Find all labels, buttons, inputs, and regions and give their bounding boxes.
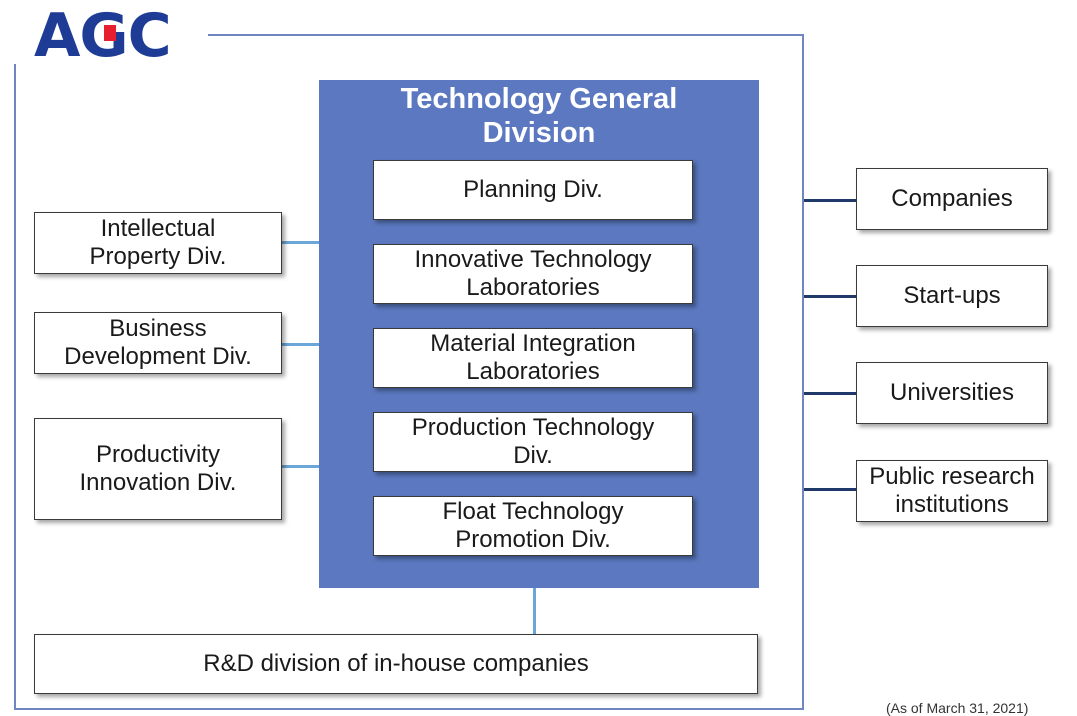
logo-red-accent-icon bbox=[104, 25, 116, 41]
unit-label-line1: Innovative Technology bbox=[414, 246, 652, 273]
partner-label-line2: institutions bbox=[895, 491, 1009, 518]
unit-float-technology-promotion-div: Float Technology Promotion Div. bbox=[373, 496, 693, 556]
unit-label-line1: Production Technology bbox=[411, 414, 655, 441]
agc-logo: AGC bbox=[34, 6, 172, 66]
logo-text: AGC bbox=[34, 1, 172, 71]
division-title-line1: Technology General bbox=[400, 83, 678, 115]
unit-label-line1: Material Integration bbox=[430, 330, 636, 357]
unit-label-line1: Planning Div. bbox=[463, 176, 603, 203]
outer-frame bbox=[14, 34, 804, 710]
unit-intellectual-property-div: Intellectual Property Div. bbox=[34, 212, 282, 274]
partner-universities: Universities bbox=[856, 362, 1048, 424]
connector-universities bbox=[804, 392, 856, 395]
partner-start-ups: Start-ups bbox=[856, 265, 1048, 327]
unit-business-development-div: Business Development Div. bbox=[34, 312, 282, 374]
connector-start-ups bbox=[804, 295, 856, 298]
unit-label-line2: Div. bbox=[513, 442, 553, 469]
unit-label-line2: Innovation Div. bbox=[79, 469, 237, 496]
connector-companies bbox=[804, 199, 856, 202]
unit-productivity-innovation-div: Productivity Innovation Div. bbox=[34, 418, 282, 520]
unit-production-technology-div: Production Technology Div. bbox=[373, 412, 693, 472]
connector-business-development bbox=[282, 343, 319, 346]
partner-label-line1: Start-ups bbox=[903, 282, 1001, 309]
unit-label-line1: Business bbox=[109, 315, 207, 342]
unit-label-line2: Promotion Div. bbox=[455, 526, 611, 553]
unit-label-line2: Development Div. bbox=[64, 343, 252, 370]
unit-planning-div: Planning Div. bbox=[373, 160, 693, 220]
partner-label-line1: Universities bbox=[889, 379, 1015, 406]
unit-label-line1: Intellectual bbox=[100, 215, 216, 242]
connector-public-research bbox=[804, 488, 856, 491]
unit-label-line2: Property Div. bbox=[89, 243, 227, 270]
bottom-unit-label: R&D division of in-house companies bbox=[203, 650, 589, 677]
unit-label-line1: Productivity bbox=[95, 441, 221, 468]
as-of-date-footnote: (As of March 31, 2021) bbox=[886, 700, 1029, 716]
partner-public-research-institutions: Public research institutions bbox=[856, 460, 1048, 522]
unit-label-line2: Laboratories bbox=[466, 358, 600, 385]
connector-productivity-innovation bbox=[282, 465, 319, 468]
division-title-line2: Division bbox=[482, 117, 596, 149]
connector-intellectual-property bbox=[282, 241, 319, 244]
partner-companies: Companies bbox=[856, 168, 1048, 230]
unit-material-integration-labs: Material Integration Laboratories bbox=[373, 328, 693, 388]
connector-bottom bbox=[533, 588, 536, 634]
division-title: Technology General Division bbox=[319, 82, 759, 150]
rd-division-in-house-companies: R&D division of in-house companies bbox=[34, 634, 758, 694]
unit-label-line1: Float Technology bbox=[442, 498, 624, 525]
partner-label-line1: Public research bbox=[869, 463, 1035, 490]
unit-label-line2: Laboratories bbox=[466, 274, 600, 301]
partner-label-line1: Companies bbox=[891, 185, 1013, 212]
unit-innovative-technology-labs: Innovative Technology Laboratories bbox=[373, 244, 693, 304]
